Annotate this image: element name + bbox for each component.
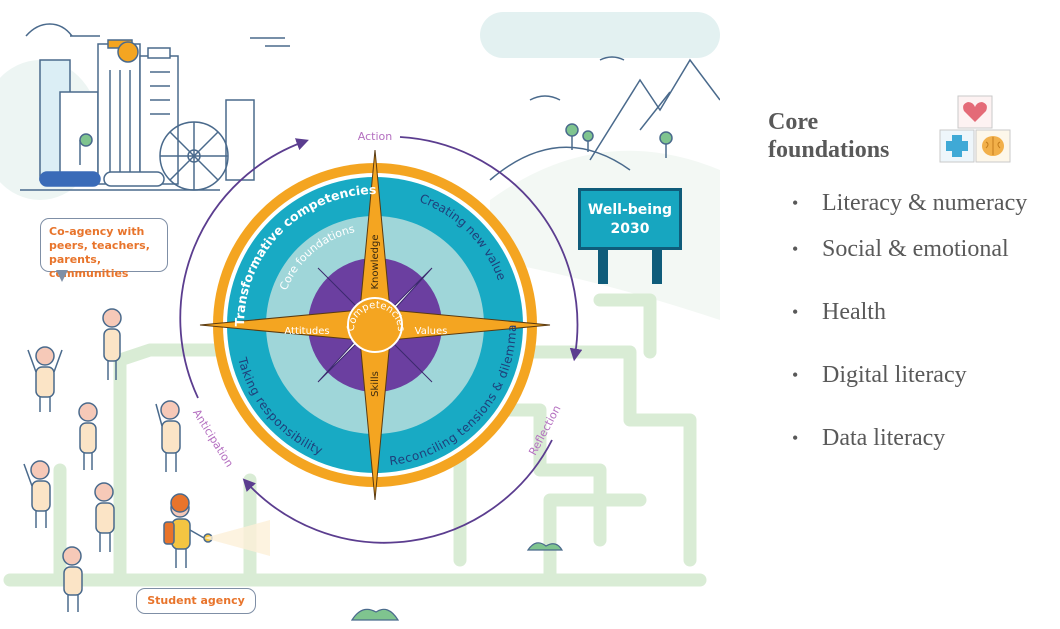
mountains [489, 56, 721, 181]
compass-label-attitudes: Attitudes [284, 326, 329, 337]
heart-icon [957, 95, 993, 129]
list-item: •Data literacy [792, 425, 946, 451]
coagency-callout: Co-agency with peers, teachers, parents,… [40, 218, 168, 280]
list-item-text: Literacy & numeracy [822, 190, 1028, 216]
core-foundations-panel: Core foundations •Literacy & numeracy •S… [730, 80, 1060, 620]
cycle-label-anticipation: Anticipation [190, 407, 236, 470]
compass-label-values: Values [415, 326, 448, 337]
foundation-icons [928, 92, 1028, 174]
cycle-arrows [179, 136, 583, 544]
list-item: •Social & emotional [792, 236, 1009, 262]
callout-tail [56, 270, 68, 282]
core-foundations-list: •Literacy & numeracy •Social & emotional… [788, 188, 1060, 453]
list-item: •Health [792, 299, 886, 325]
signpost-legs [598, 248, 662, 284]
wellbeing-sign: Well-being 2030 [578, 188, 682, 250]
list-item-text: Health [822, 299, 886, 325]
list-item: •Literacy & numeracy [792, 190, 1028, 216]
bushes [350, 542, 564, 621]
panel-title: Core foundations [768, 109, 890, 163]
compass-label-knowledge: Knowledge [370, 235, 381, 290]
city-skyline [20, 23, 290, 191]
brain-icon [975, 129, 1011, 163]
list-item-text: Social & emotional [822, 236, 1009, 262]
compass-label-skills: Skills [370, 371, 381, 397]
learning-compass [199, 149, 551, 501]
list-item-text: Data literacy [822, 425, 946, 451]
list-item-text: Digital literacy [822, 362, 967, 388]
learning-compass-illustration: Transformative competencies Creating new… [0, 0, 721, 621]
student-agency-callout: Student agency [136, 588, 256, 614]
people-figures [23, 308, 270, 612]
medical-cross-icon [939, 129, 975, 163]
cycle-label-action: Action [358, 130, 392, 143]
list-item: •Digital literacy [792, 362, 967, 388]
